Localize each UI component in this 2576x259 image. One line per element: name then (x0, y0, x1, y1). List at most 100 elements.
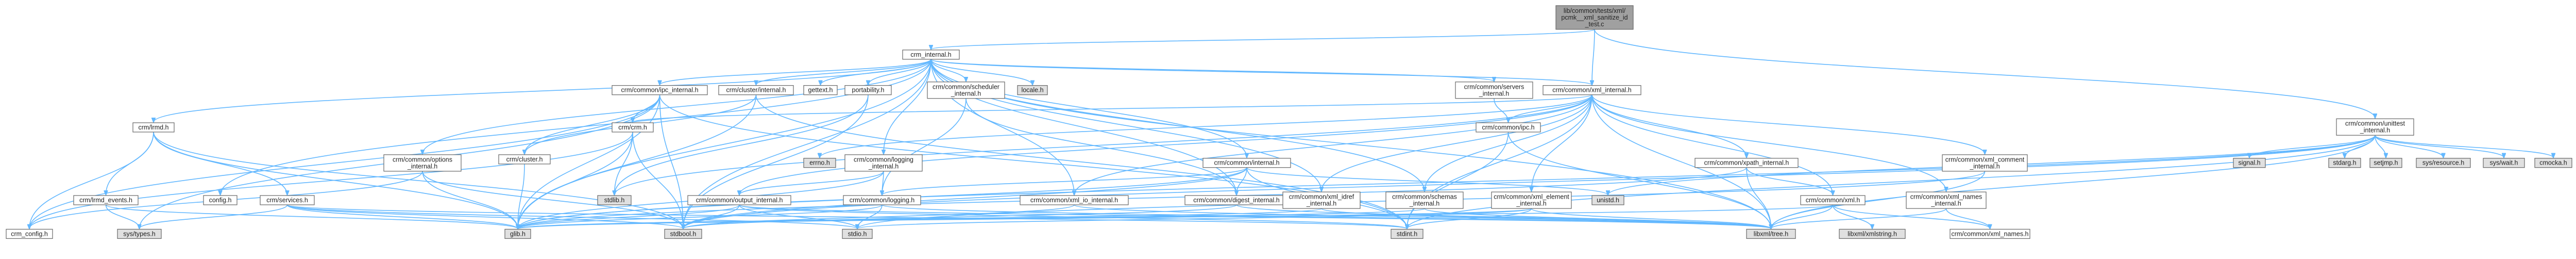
node-label: libxml/xmlstring.h (1848, 230, 1897, 237)
node-xml-io-internal[interactable]: crm/common/xml_io_internal.h (1020, 195, 1129, 205)
node-box (2534, 158, 2572, 168)
node-crm-cluster[interactable]: crm/cluster.h (498, 154, 551, 165)
node-box (842, 229, 873, 239)
edge-xml_idref_internal-to-libxml_tree (1321, 208, 1771, 229)
node-label: crm/lrmd_events.h (79, 197, 132, 204)
node-label: sys/types.h (123, 230, 156, 237)
node-box (844, 154, 923, 172)
edge-crm_internal-to-locale (930, 59, 1032, 85)
edge-xml_internal-to-output_internal (739, 94, 1592, 195)
node-box (73, 195, 139, 205)
edge-xpath_internal-to-xml_h (1746, 167, 1833, 195)
node-xml-comment-internal[interactable]: crm/common/xml_comment_internal.h (1942, 154, 2028, 172)
edge-crm_internal-to-logging_internal (884, 59, 931, 154)
node-gettext[interactable]: gettext.h (803, 85, 838, 95)
node-servers-internal[interactable]: crm/common/servers_internal.h (1455, 82, 1533, 99)
node-label: crm/common/internal.h (1214, 159, 1279, 167)
node-common-internal[interactable]: crm/common/internal.h (1202, 158, 1291, 168)
node-output-internal[interactable]: crm/common/output_internal.h (687, 195, 791, 205)
edge-root-to-crm_internal (931, 29, 1595, 50)
node-crm-internal[interactable]: crm_internal.h (902, 50, 960, 60)
node-logging-internal[interactable]: crm/common/logging_internal.h (844, 154, 923, 172)
node-portability[interactable]: portability.h (844, 85, 892, 95)
node-xml-idref-internal[interactable]: crm/common/xml_idref_internal.h (1282, 191, 1361, 209)
node-lrmd[interactable]: crm/lrmd.h (132, 122, 175, 133)
node-label: crm/common/xml_comment (1945, 156, 2025, 163)
node-label: pcmk__xml_sanitize_id (1561, 14, 1628, 21)
node-box (2483, 158, 2525, 168)
node-xml-h[interactable]: crm/common/xml.h (1800, 195, 1866, 205)
node-label: _internal.h (1409, 200, 1439, 207)
node-xpath-internal[interactable]: crm/common/xpath_internal.h (1694, 158, 1799, 168)
edge-xml_internal-to-libxml_tree (1591, 94, 1771, 229)
node-box (1017, 85, 1048, 95)
node-stdlib: stdlib.h (597, 195, 632, 205)
node-unistd: unistd.h (1591, 195, 1624, 205)
node-label: cmocka.h (2539, 159, 2567, 167)
node-ipc-internal[interactable]: crm/common/ipc_internal.h (612, 85, 708, 95)
node-box (1455, 82, 1533, 99)
edge-xml_internal-to-xpath_internal (1591, 94, 1747, 158)
node-box (902, 50, 960, 60)
node-box (260, 195, 315, 205)
node-box (1950, 229, 2030, 239)
node-setjmp: setjmp.h (2369, 158, 2402, 168)
node-label: stdbool.h (670, 230, 697, 237)
node-unittest-internal[interactable]: crm/common/unittest_internal.h (2336, 118, 2414, 136)
node-cluster-internal[interactable]: crm/cluster/internal.h (718, 85, 794, 95)
node-options-internal[interactable]: crm/common/options_internal.h (383, 154, 462, 172)
edge-xml_element_internal-to-stdio (857, 208, 1532, 229)
node-lrmd-events[interactable]: crm/lrmd_events.h (73, 195, 139, 205)
node-root[interactable]: lib/common/tests/xml/pcmk__xml_sanitize_… (1555, 5, 1634, 30)
node-label: _internal.h (1306, 200, 1336, 207)
node-crm-h[interactable]: crm/crm.h (612, 122, 654, 133)
edge-xml_internal-to-pc_internal (1509, 94, 1592, 122)
edge-lrmd_events-to-glib (105, 204, 518, 229)
node-label: config.h (209, 197, 232, 204)
edge-output_internal-to-stdio (739, 204, 857, 229)
node-xml-internal[interactable]: crm/common/xml_internal.h (1543, 85, 1641, 95)
node-box (1543, 85, 1641, 95)
edge-logging_internal-to-output_internal (739, 171, 884, 195)
edge-crm_internal-to-lrmd (154, 59, 931, 122)
node-box (612, 85, 708, 95)
node-label: crm/common/xpath_internal.h (1704, 159, 1789, 167)
node-scheduler-internal[interactable]: crm/common/scheduler_internal.h (927, 82, 1005, 99)
node-schemas-internal[interactable]: crm/common/schemas_internal.h (1385, 191, 1464, 209)
node-stdarg: stdarg.h (2328, 158, 2361, 168)
node-logging-h[interactable]: crm/common/logging.h (843, 195, 921, 205)
node-pc-internal[interactable]: crm/common/ipc.h (1476, 122, 1541, 133)
node-label: crm/cluster.h (506, 156, 543, 163)
node-label: crm/common/options (393, 156, 452, 163)
node-label: stdio.h (848, 230, 867, 237)
node-config[interactable]: config.h (203, 195, 238, 205)
node-box (1555, 5, 1634, 30)
edge-root-to-unittest_internal (1594, 29, 2375, 118)
edge-xml_io_internal-to-stdbool (683, 204, 1075, 229)
edge-xml_internal-to-crm_h (633, 94, 1592, 122)
edge-ipc_internal-to-stdint (659, 94, 1408, 229)
edge-schemas_internal-to-libxml_tree (1424, 208, 1771, 229)
edge-scheduler_internal-to-logging_h (882, 98, 967, 195)
node-services[interactable]: crm/services.h (260, 195, 315, 205)
node-label: crm/common/digest_internal.h (1193, 197, 1279, 204)
nodes-layer: lib/common/tests/xml/pcmk__xml_sanitize_… (6, 5, 2572, 239)
node-box (1385, 191, 1464, 209)
edge-xml_internal-to-errno (820, 94, 1592, 158)
node-xml-names[interactable]: crm/common/xml_names.h (1950, 229, 2030, 239)
edge-unittest_internal-to-stdbool (683, 135, 2376, 229)
node-label: _internal.h (1969, 163, 1999, 170)
edge-services-to-sys_types (140, 204, 288, 229)
node-crm-config[interactable]: crm_config.h (6, 229, 53, 239)
edge-crm_h-to-glib (518, 132, 633, 229)
node-box (1942, 154, 2028, 172)
node-digest-internal[interactable]: crm/common/digest_internal.h (1184, 195, 1289, 205)
edge-ipc_internal-to-crm_config (29, 94, 660, 229)
node-xml-names-internal[interactable]: crm/common/xml_names_internal.h (1906, 191, 1987, 209)
node-box (1202, 158, 1291, 168)
node-box (1282, 191, 1361, 209)
node-label: crm/services.h (266, 197, 308, 204)
node-label: _internal.h (951, 90, 981, 97)
node-xml-element-internal[interactable]: crm/common/xml_element_internal.h (1491, 191, 1572, 209)
